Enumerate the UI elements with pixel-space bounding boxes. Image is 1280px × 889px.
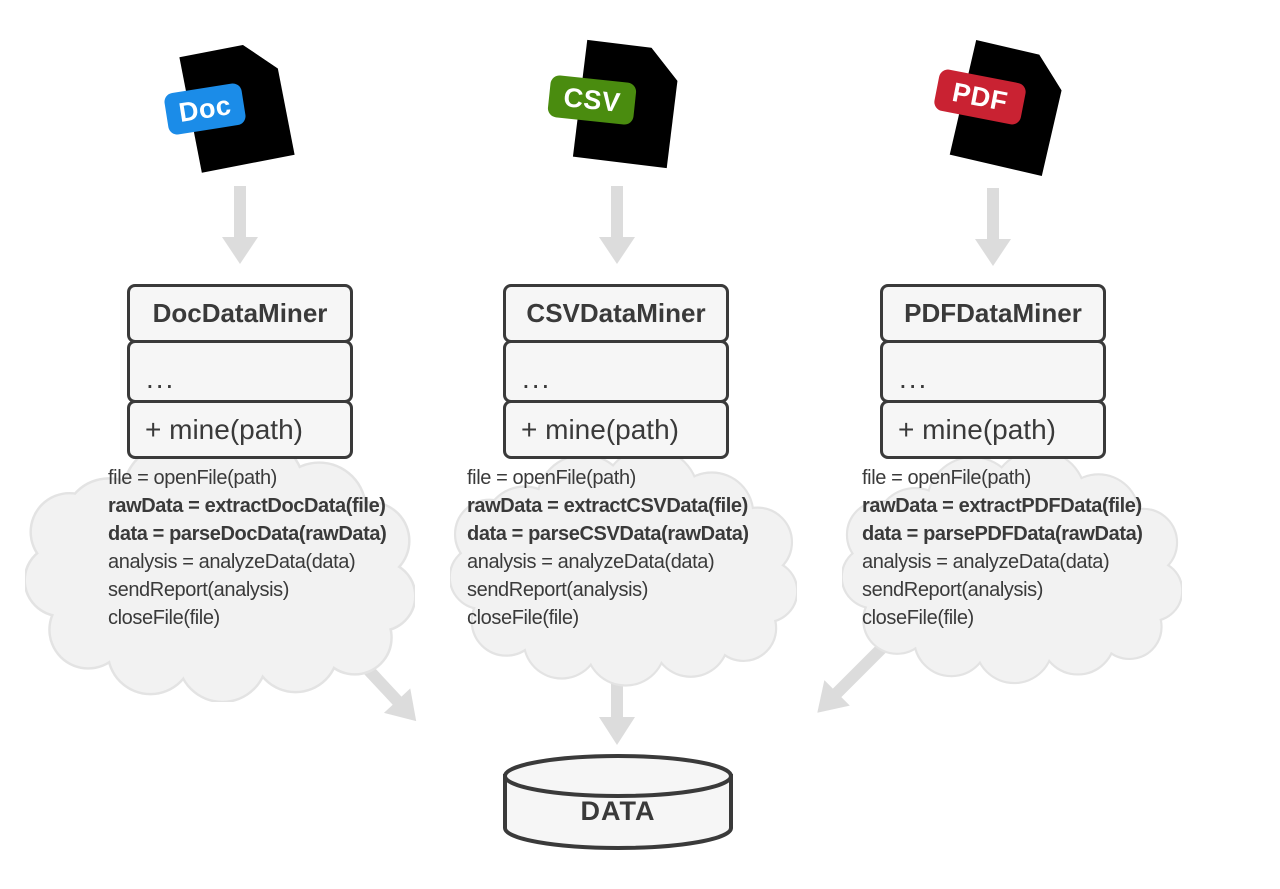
class-box-docdataminer: DocDataMiner ... + mine(path) [127, 284, 353, 459]
code-line: data = parseCSVData(rawData) [467, 523, 749, 545]
class-box-csvdataminer: CSVDataMiner ... + mine(path) [503, 284, 729, 459]
code-line: rawData = extractPDFData(file) [862, 495, 1142, 517]
class-method: + mine(path) [880, 400, 1106, 459]
code-line: data = parseDocData(rawData) [108, 523, 387, 545]
class-box-pdfdataminer: PDFDataMiner ... + mine(path) [880, 284, 1106, 459]
code-line: closeFile(file) [467, 607, 579, 629]
code-block-csv: file = openFile(path) rawData = extractC… [467, 464, 749, 632]
code-line: sendReport(analysis) [862, 579, 1043, 601]
code-line: rawData = extractDocData(file) [108, 495, 386, 517]
class-title: CSVDataMiner [503, 284, 729, 343]
pdf-badge-label: PDF [949, 76, 1011, 117]
code-line: file = openFile(path) [108, 467, 277, 489]
database-label: DATA [580, 796, 656, 826]
doc-badge-label: Doc [176, 89, 234, 128]
csv-badge-label: CSV [562, 81, 622, 118]
code-line: closeFile(file) [862, 607, 974, 629]
code-line: file = openFile(path) [467, 467, 636, 489]
code-line: analysis = analyzeData(data) [108, 551, 356, 573]
code-line: rawData = extractCSVData(file) [467, 495, 748, 517]
code-line: sendReport(analysis) [467, 579, 648, 601]
class-title: DocDataMiner [127, 284, 353, 343]
data-cylinder-icon: DATA [500, 750, 736, 854]
class-attributes: ... [503, 340, 729, 403]
arrow-down-csv-icon [599, 186, 635, 264]
code-line: sendReport(analysis) [108, 579, 289, 601]
code-block-pdf: file = openFile(path) rawData = extractP… [862, 464, 1143, 632]
arrow-down-doc-icon [222, 186, 258, 264]
class-method: + mine(path) [503, 400, 729, 459]
code-block-doc: file = openFile(path) rawData = extractD… [108, 464, 387, 632]
code-line: analysis = analyzeData(data) [862, 551, 1110, 573]
code-line: file = openFile(path) [862, 467, 1031, 489]
arrow-down-pdf-icon [975, 188, 1011, 266]
class-title: PDFDataMiner [880, 284, 1106, 343]
class-attributes: ... [880, 340, 1106, 403]
class-attributes: ... [127, 340, 353, 403]
class-method: + mine(path) [127, 400, 353, 459]
code-line: closeFile(file) [108, 607, 220, 629]
code-line: data = parsePDFData(rawData) [862, 523, 1143, 545]
code-line: analysis = analyzeData(data) [467, 551, 715, 573]
csv-file-badge: CSV [547, 74, 637, 126]
